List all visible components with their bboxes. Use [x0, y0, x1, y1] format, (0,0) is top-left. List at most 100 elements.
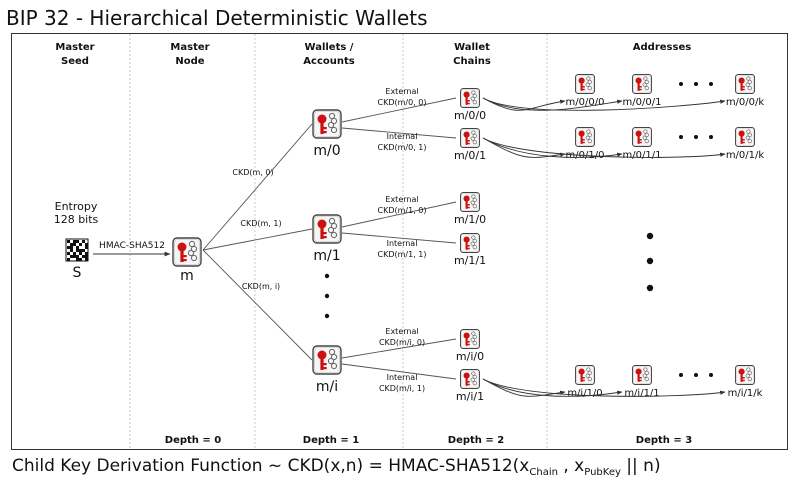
address-key-icon-0-2: [735, 74, 755, 94]
ellipsis-dot: [694, 135, 698, 139]
chain-edge-1: [341, 127, 457, 139]
ckd-edge-0: [202, 123, 313, 251]
address-arrow: [482, 137, 623, 158]
address-label-1-1: m/0/1/1: [623, 150, 662, 161]
address-key-icon-0-0: [575, 74, 595, 94]
column-header-0-sub: Seed: [61, 56, 89, 67]
chain-edge-4: [341, 338, 457, 359]
chain-kind-label-5: Internal: [387, 373, 418, 382]
column-header-4: Addresses: [633, 42, 691, 53]
chain-kind-label-2: External: [385, 195, 418, 204]
column-header-3: Wallet: [454, 42, 490, 53]
seed-label: S: [73, 265, 82, 281]
chain-label-0: m/0/0: [454, 109, 486, 122]
column-header-2-sub: Accounts: [303, 56, 354, 67]
seed-qr-icon: [65, 238, 89, 262]
ellipsis-dot: [679, 82, 683, 86]
master-node-label: m: [180, 268, 194, 284]
address-key-icon-1-2: [735, 127, 755, 147]
account-key-icon-0: [312, 109, 342, 139]
account-label-0: m/0: [313, 143, 340, 159]
ellipsis-dot: [646, 257, 654, 265]
chain-key-icon-5: [460, 369, 480, 389]
address-key-icon-1-0: [575, 127, 595, 147]
address-arrow: [482, 378, 623, 397]
ckd-edge-label-0: CKD(m, 0): [232, 168, 273, 177]
chain-ckd-label-3: CKD(m/1, 1): [378, 250, 427, 259]
ellipsis-dot: [679, 135, 683, 139]
ellipsis-dot: [324, 313, 330, 319]
page-title: BIP 32 - Hierarchical Deterministic Wall…: [6, 6, 428, 30]
column-header-2: Wallets /: [305, 42, 354, 53]
chain-key-icon-2: [460, 192, 480, 212]
chain-edge-0: [341, 97, 457, 123]
ellipsis-dot: [324, 273, 330, 279]
address-key-icon-0-1: [632, 74, 652, 94]
ellipsis-dot: [709, 82, 713, 86]
chain-ckd-label-5: CKD(m/i, 1): [379, 384, 425, 393]
address-key-icon-1-1: [632, 127, 652, 147]
ckd-edge-label-1: CKD(m, 1): [240, 219, 281, 228]
chain-key-icon-3: [460, 233, 480, 253]
chain-edge-2: [341, 201, 457, 228]
chain-ckd-label-2: CKD(m/1, 0): [378, 206, 427, 215]
address-arrow: [482, 137, 726, 158]
address-arrow: [482, 137, 566, 158]
chain-label-3: m/1/1: [454, 254, 486, 267]
chain-label-4: m/i/0: [456, 350, 484, 363]
address-arrow: [482, 378, 726, 397]
ellipsis-dot: [694, 373, 698, 377]
address-label-2-1: m/i/1/1: [624, 388, 659, 399]
chain-key-icon-1: [460, 128, 480, 148]
address-key-icon-2-0: [575, 365, 595, 385]
master-key-icon: [172, 237, 202, 267]
account-key-icon-2: [312, 345, 342, 375]
entropy-bits-label: 128 bits: [54, 213, 99, 226]
entropy-label: Entropy: [55, 200, 98, 213]
address-arrow: [482, 97, 726, 111]
column-header-3-sub: Chains: [453, 56, 491, 67]
column-header-0: Master: [55, 42, 94, 53]
chain-edge-3: [341, 232, 457, 244]
chain-kind-label-1: Internal: [387, 132, 418, 141]
address-label-1-2: m/0/1/k: [726, 150, 765, 161]
address-key-icon-2-2: [735, 365, 755, 385]
formula-sub-chain: Chain: [529, 467, 558, 478]
chain-kind-label-4: External: [385, 327, 418, 336]
chain-label-5: m/i/1: [456, 390, 484, 403]
ckd-edge-2: [202, 249, 313, 361]
address-key-icon-2-1: [632, 365, 652, 385]
ckd-edge-label-2: CKD(m, i): [242, 282, 280, 291]
hmac-label: HMAC-SHA512: [99, 241, 165, 251]
depth-label-0: Depth = 0: [165, 435, 221, 446]
ellipsis-dot: [646, 284, 654, 292]
account-label-1: m/1: [313, 248, 340, 264]
chain-key-icon-0: [460, 88, 480, 108]
address-label-0-1: m/0/0/1: [623, 97, 662, 108]
chain-ckd-label-4: CKD(m/i, 0): [379, 338, 425, 347]
account-key-icon-1: [312, 214, 342, 244]
formula-suffix: || n): [620, 456, 661, 476]
formula-sub-pubkey: PubKey: [584, 467, 621, 478]
chain-ckd-label-0: CKD(m/0, 0): [378, 98, 427, 107]
ckd-edge-1: [202, 228, 313, 251]
address-label-0-2: m/0/0/k: [726, 97, 765, 108]
address-label-2-0: m/i/1/0: [567, 388, 602, 399]
address-label-0-0: m/0/0/0: [566, 97, 605, 108]
depth-label-2: Depth = 2: [448, 435, 504, 446]
chain-ckd-label-1: CKD(m/0, 1): [378, 143, 427, 152]
ellipsis-dot: [709, 135, 713, 139]
depth-label-1: Depth = 1: [303, 435, 359, 446]
chain-key-icon-4: [460, 329, 480, 349]
chain-kind-label-0: External: [385, 87, 418, 96]
ellipsis-dot: [694, 82, 698, 86]
ellipsis-dot: [709, 373, 713, 377]
ellipsis-dot: [679, 373, 683, 377]
chain-kind-label-3: Internal: [387, 239, 418, 248]
address-label-2-2: m/i/1/k: [728, 388, 763, 399]
ellipsis-dot: [646, 232, 654, 240]
column-header-1: Master: [170, 42, 209, 53]
depth-label-3: Depth = 3: [636, 435, 692, 446]
ckd-formula: Child Key Derivation Function ~ CKD(x,n)…: [12, 456, 661, 478]
